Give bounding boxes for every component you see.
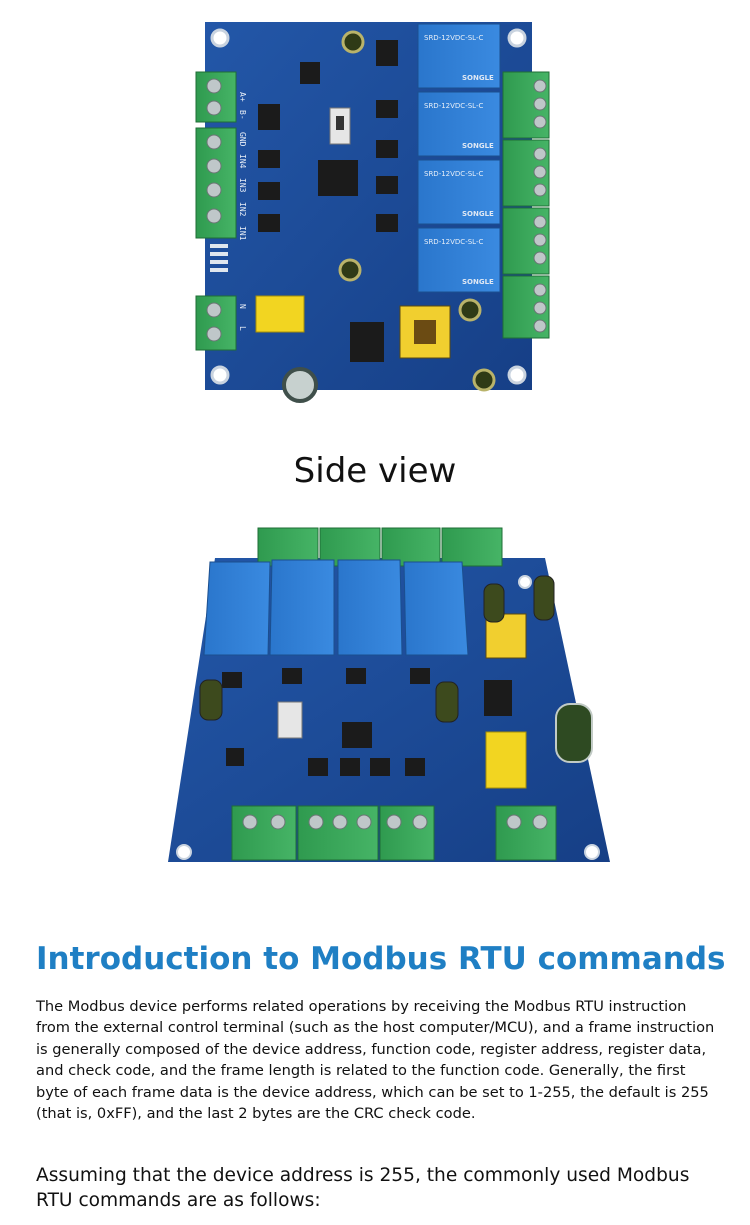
relays: SRD-12VDC-SL-C SRD-12VDC-SL-C SRD-12VDC-… <box>417 23 501 293</box>
svg-text:GND: GND <box>238 132 247 147</box>
photo-caption: Side view <box>293 451 457 491</box>
svg-text:IN3: IN3 <box>238 178 247 193</box>
mounting-hole <box>210 28 230 48</box>
film-capacitor-angled <box>485 731 527 789</box>
relays-angled <box>203 559 469 656</box>
status-leds <box>210 244 228 272</box>
svg-text:N: N <box>238 304 247 309</box>
mounting-hole <box>507 365 527 385</box>
dip-switch-angled <box>277 701 303 739</box>
top-terminal-row <box>257 527 503 567</box>
board-side-view-photo <box>0 510 750 920</box>
svg-text:IN4: IN4 <box>238 154 247 169</box>
intro-paragraph: The Modbus device performs related opera… <box>36 998 715 1123</box>
svg-text:SRD-12VDC-SL-C: SRD-12VDC-SL-C <box>424 34 483 42</box>
film-capacitor <box>255 295 305 333</box>
svg-text:L: L <box>238 326 247 331</box>
svg-text:SRD-12VDC-SL-C: SRD-12VDC-SL-C <box>424 238 483 246</box>
relay-board-top-photo: SRD-12VDC-SL-C SRD-12VDC-SL-C SRD-12VDC-… <box>195 22 550 403</box>
section-heading: Introduction to Modbus RTU commands <box>36 941 726 977</box>
assumption-paragraph: Assuming that the device address is 255,… <box>36 1165 690 1211</box>
svg-text:SONGLE: SONGLE <box>462 74 494 82</box>
silkscreen-labels: A+ B- GND IN4 IN3 IN2 IN1 N L <box>238 92 247 331</box>
svg-text:SONGLE: SONGLE <box>462 142 494 150</box>
board-top-view-photo: SRD-12VDC-SL-C SRD-12VDC-SL-C SRD-12VDC-… <box>0 0 750 420</box>
chips <box>258 40 398 362</box>
capacitors-angled <box>199 575 593 763</box>
svg-text:SRD-12VDC-SL-C: SRD-12VDC-SL-C <box>424 102 483 110</box>
chips-angled <box>222 668 512 776</box>
svg-text:B-: B- <box>238 110 247 120</box>
svg-text:IN2: IN2 <box>238 202 247 217</box>
capacitors <box>282 30 496 403</box>
bottom-terminal-row <box>231 805 557 861</box>
relay-board-angled-photo <box>168 527 610 862</box>
svg-text:SONGLE: SONGLE <box>462 278 494 286</box>
svg-text:IN1: IN1 <box>238 226 247 241</box>
mounting-hole <box>210 365 230 385</box>
svg-text:SRD-12VDC-SL-C: SRD-12VDC-SL-C <box>424 170 483 178</box>
svg-text:SONGLE: SONGLE <box>462 210 494 218</box>
svg-text:A+: A+ <box>238 92 247 102</box>
right-terminal-blocks <box>502 71 550 339</box>
left-terminal-blocks <box>195 71 237 351</box>
mounting-hole <box>507 28 527 48</box>
